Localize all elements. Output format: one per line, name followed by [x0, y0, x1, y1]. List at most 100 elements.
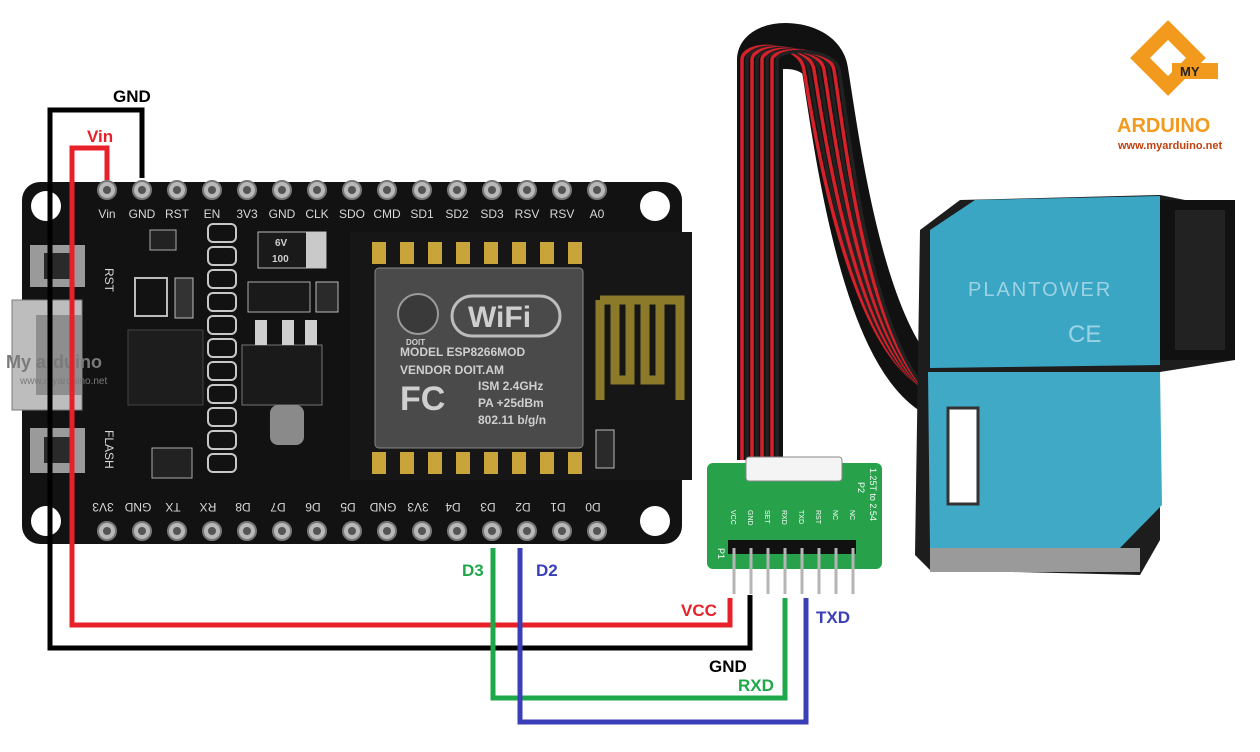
pcb-pad	[207, 269, 237, 289]
bottom-pin-label: D5	[340, 500, 356, 514]
gnd-top-label: GND	[113, 87, 151, 106]
top-pin-label: Vin	[98, 207, 115, 221]
module-line: MODEL ESP8266MOD	[400, 345, 525, 359]
pcb-pad	[207, 223, 237, 243]
myarduino-logo: MY ARDUINO www.myarduino.net	[1117, 20, 1222, 152]
d3-label: D3	[462, 561, 484, 580]
antenna-trace	[595, 295, 685, 400]
mount-hole-icon	[31, 191, 61, 221]
cap-label-value: 100	[272, 254, 289, 265]
adapter-label-p2: P2	[856, 482, 866, 493]
top-pin-label: CLK	[305, 207, 328, 221]
adapter-pin-label: TXD	[797, 510, 804, 524]
smd-component	[149, 229, 177, 251]
logo-diamond-icon	[1130, 20, 1206, 96]
rxd-label: RXD	[738, 676, 774, 695]
bottom-pin-label: D6	[305, 500, 321, 514]
pcb-pad	[207, 361, 237, 381]
ce-mark: CE	[1068, 321, 1101, 348]
watermark-title: My arduino	[6, 352, 102, 372]
flash-label: FLASH	[102, 430, 116, 469]
sensor-base	[930, 548, 1140, 572]
gnd-wire	[47, 107, 753, 651]
adapter-pin-label: SET	[763, 510, 770, 524]
bottom-pin-label: GND	[369, 500, 396, 514]
gnd-bottom-label: GND	[709, 657, 747, 676]
txd-label: TXD	[816, 608, 850, 627]
bottom-pin-label: D8	[235, 500, 251, 514]
fc-mark: FC	[400, 380, 445, 418]
vin-label: Vin	[87, 127, 113, 146]
bottom-pin-label: D7	[270, 500, 286, 514]
bottom-pin-label: D4	[445, 500, 461, 514]
bottom-pin-label: TX	[165, 500, 180, 514]
bottom-pin-label: 3V3	[92, 500, 114, 514]
sensor-brand: PLANTOWER	[968, 279, 1112, 301]
doit-logo-icon	[397, 293, 439, 335]
cable-socket	[745, 456, 843, 482]
pin-header	[728, 540, 856, 554]
voltage-regulator	[241, 344, 323, 406]
rst-label: RST	[102, 268, 116, 293]
bottom-pin-label: D3	[480, 500, 496, 514]
plantower-sensor: PLANTOWER CE	[915, 195, 1235, 575]
adapter-pin-label: RXD	[780, 510, 787, 525]
top-pin-label: EN	[204, 207, 221, 221]
adapter-label-top: 1.25T to 2.54	[868, 468, 878, 521]
watermark-url: www.myarduino.net	[19, 376, 107, 387]
d3-wire	[490, 548, 788, 701]
pcb-pad	[207, 315, 237, 335]
sensor-connector	[946, 406, 980, 506]
capacitor-band	[306, 232, 326, 268]
smd-component	[134, 277, 168, 317]
top-pin-label: 3V3	[236, 207, 258, 221]
wires	[47, 107, 809, 725]
module-line: 802.11 b/g/n	[478, 413, 546, 427]
cap-label-volt: 6V	[275, 238, 288, 249]
crystal	[270, 405, 304, 445]
mount-hole-icon	[31, 506, 61, 536]
bottom-pin-label: D0	[585, 500, 601, 514]
top-pin-label: RSV	[515, 207, 540, 221]
pcb-pad	[207, 430, 237, 450]
top-pin-label: RST	[165, 207, 190, 221]
d2-label: D2	[536, 561, 558, 580]
module-line: ISM 2.4GHz	[478, 379, 543, 393]
logo-top: MY	[1180, 64, 1200, 79]
adapter-pin-label: GND	[746, 510, 753, 526]
top-pin-label: CMD	[373, 207, 401, 221]
bottom-pin-label: GND	[124, 500, 151, 514]
mount-hole-icon	[640, 191, 670, 221]
mount-hole-icon	[640, 506, 670, 536]
top-pin-label: GND	[129, 207, 156, 221]
adapter-pin-label: NC	[848, 510, 855, 520]
logo-word: ARDUINO	[1117, 115, 1210, 137]
bottom-pin-label: D1	[550, 500, 566, 514]
bottom-pin-label: 3V3	[407, 500, 429, 514]
vcc-label: VCC	[681, 601, 717, 620]
top-pin-label: SDO	[339, 207, 365, 221]
top-pin-label: GND	[269, 207, 296, 221]
regulator-pad	[247, 281, 311, 313]
top-pin-label: A0	[590, 207, 605, 221]
adapter-pin-label: NC	[831, 510, 838, 520]
pcb-pad	[207, 246, 237, 266]
bottom-pin-label: D2	[515, 500, 531, 514]
adapter-pin-label: RST	[814, 510, 821, 525]
module-line: PA +25dBm	[478, 396, 544, 410]
top-pin-label: SD1	[410, 207, 434, 221]
logo-url: www.myarduino.net	[1117, 140, 1222, 152]
pcb-pad	[207, 384, 237, 404]
adapter-label-p1: P1	[716, 548, 726, 559]
doit-brand: DOIT	[406, 338, 425, 347]
wifi-logo-icon	[450, 294, 562, 338]
pcb-pad	[207, 292, 237, 312]
wifi-logo: WiFi	[468, 301, 531, 334]
top-pin-label: SD2	[445, 207, 469, 221]
